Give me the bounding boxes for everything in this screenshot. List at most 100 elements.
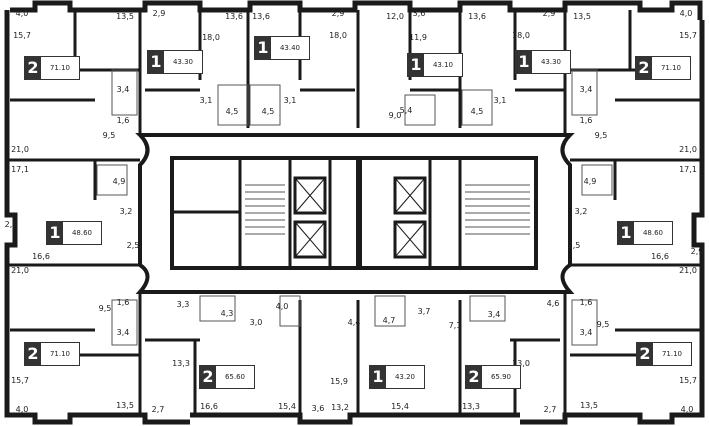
apartment-room-count: 1 <box>148 51 164 73</box>
room-area-label: 4,0 <box>679 9 693 18</box>
room-area-label: 9,5 <box>98 304 112 313</box>
apartment-room-count: 1 <box>408 54 424 76</box>
apartment-total-area: 65.90 <box>490 373 512 381</box>
room-area-label: 13,6 <box>252 12 270 21</box>
room-area-label: 13,5 <box>116 401 134 410</box>
apartment-total-area: 71.10 <box>660 64 682 72</box>
room-area-label: 15,7 <box>679 31 697 40</box>
room-area-label: 15,7 <box>13 31 31 40</box>
elevator-crosses <box>294 177 426 258</box>
room-area-label: 4,3 <box>220 309 234 318</box>
room-area-label: 1,6 <box>579 298 593 307</box>
apartment-room-count: 1 <box>370 366 386 388</box>
room-area-label: 16,6 <box>651 252 669 261</box>
room-area-label: 3,1 <box>283 96 297 105</box>
bathrooms <box>96 69 613 346</box>
apartment-room-count: 2 <box>200 366 216 388</box>
room-area-label: 3,4 <box>116 328 130 337</box>
room-area-label: 4,0 <box>15 9 29 18</box>
room-area-label: 18,0 <box>202 33 220 42</box>
room-area-label: 18,0 <box>329 31 347 40</box>
room-area-label: 4,5 <box>225 107 239 116</box>
room-area-label: 2,7 <box>543 405 557 414</box>
room-area-label: 3,1 <box>199 96 213 105</box>
room-area-label: 11,9 <box>409 33 427 42</box>
apartment-total-area: 43.10 <box>432 61 454 69</box>
room-area-label: 4,9 <box>583 177 597 186</box>
outer-walls <box>4 0 705 425</box>
apartment-room-count: 2 <box>637 343 653 365</box>
room-area-label: 13,5 <box>573 12 591 21</box>
room-area-label: 3,4 <box>579 328 593 337</box>
apartment-total-area: 43.30 <box>172 58 194 66</box>
room-area-label: 4,0 <box>680 405 694 414</box>
room-area-label: 13,6 <box>225 12 243 21</box>
room-area-label: 9,5 <box>102 131 116 140</box>
stairs <box>245 184 530 235</box>
apartment-total-area: 71.10 <box>49 64 71 72</box>
room-area-label: 13,6 <box>468 12 486 21</box>
room-area-label: 3,6 <box>311 404 325 413</box>
apartment-total-area: 65.60 <box>224 373 246 381</box>
room-area-label: 3,7 <box>417 307 431 316</box>
room-area-label: 3,2 <box>119 207 133 216</box>
room-area-label: 2,9 <box>542 9 556 18</box>
room-area-label: 1,6 <box>579 116 593 125</box>
room-area-label: 2,5 <box>126 241 140 250</box>
room-area-label: 2,7 <box>151 405 165 414</box>
room-area-label: 1,6 <box>116 116 130 125</box>
room-area-label: 4,6 <box>546 299 560 308</box>
room-area-label: 13,5 <box>116 12 134 21</box>
room-area-label: 4,5 <box>261 107 275 116</box>
apartment-total-area: 43.40 <box>279 44 301 52</box>
room-area-label: 16,6 <box>32 252 50 261</box>
apartment-room-count: 2 <box>25 343 41 365</box>
apartment-room-count: 2 <box>636 57 652 79</box>
apartment-total-area: 43.30 <box>540 58 562 66</box>
room-area-label: 2,5 <box>567 241 581 250</box>
room-area-label: 21,0 <box>11 145 29 154</box>
room-area-label: 9,0 <box>388 111 402 120</box>
room-area-label: 7,1 <box>448 321 462 330</box>
room-area-label: 13,0 <box>512 359 530 368</box>
room-area-label: 13,3 <box>462 402 480 411</box>
room-area-label: 18,0 <box>512 31 530 40</box>
room-area-label: 4,7 <box>382 316 396 325</box>
room-area-label: 3,2 <box>574 207 588 216</box>
apartment-room-count: 1 <box>618 222 634 244</box>
apartment-room-count: 2 <box>466 366 482 388</box>
room-area-label: 4,4 <box>347 318 361 327</box>
room-area-label: 17,1 <box>11 165 29 174</box>
apartment-room-count: 1 <box>47 222 63 244</box>
apartment-room-count: 1 <box>516 51 532 73</box>
room-area-label: 3,0 <box>249 318 263 327</box>
room-area-label: 13,3 <box>172 359 190 368</box>
room-area-label: 2,9 <box>331 9 345 18</box>
apartment-partitions <box>7 10 702 415</box>
room-area-label: 12,0 <box>386 12 404 21</box>
apartment-total-area: 71.10 <box>49 350 71 358</box>
room-area-label: 17,1 <box>679 165 697 174</box>
room-area-label: 9,5 <box>594 131 608 140</box>
apartment-total-area: 48.60 <box>642 229 664 237</box>
room-area-label: 21,0 <box>679 266 697 275</box>
apartment-total-area: 48.60 <box>71 229 93 237</box>
room-area-label: 4,9 <box>112 177 126 186</box>
room-area-label: 15,7 <box>11 376 29 385</box>
room-area-label: 15,4 <box>391 402 409 411</box>
apartment-room-count: 2 <box>25 57 41 79</box>
room-area-label: 9,5 <box>596 320 610 329</box>
